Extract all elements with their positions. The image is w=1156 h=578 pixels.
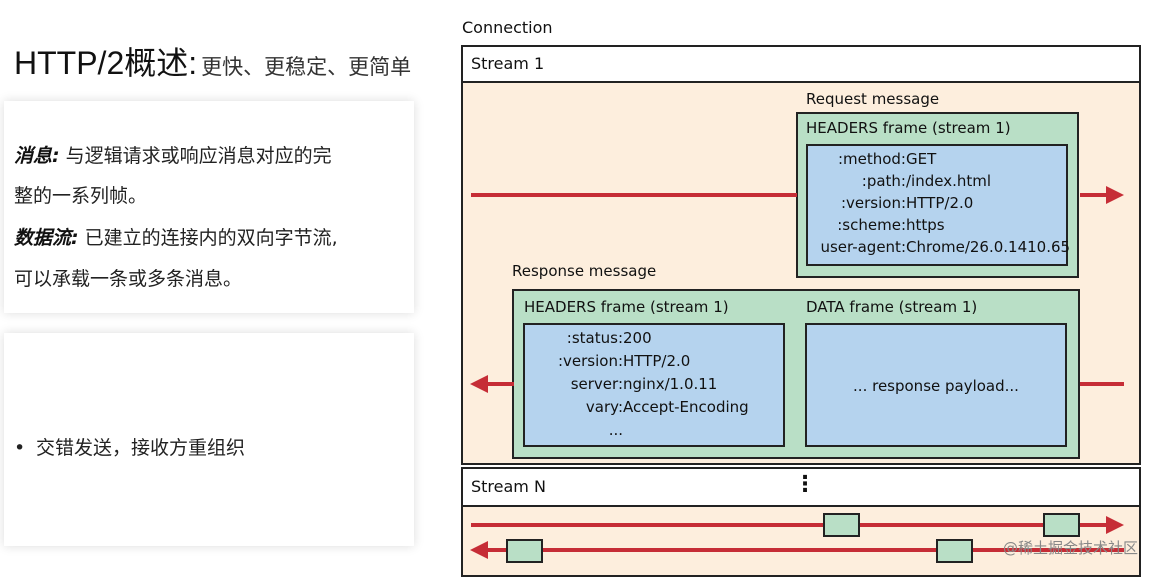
header-value: nginx/1.0.11 (623, 375, 718, 393)
header-value: Chrome/26.0.1410.65 (906, 238, 1071, 256)
header-value: 200 (623, 329, 652, 347)
response-arrow-head (470, 375, 488, 393)
concept-text: 与逻辑请求或响应消息对应的完 (65, 145, 332, 167)
request-headers-frame-label: HEADERS frame (stream 1) (806, 119, 1011, 137)
stream-n-arrow-left (484, 548, 1124, 552)
response-payload-text: ... response payload... (853, 377, 1019, 395)
header-key: user-agent: (820, 238, 906, 256)
header-key: server: (570, 375, 623, 393)
request-message-label: Request message (806, 90, 940, 108)
response-data-frame-label: DATA frame (stream 1) (806, 298, 978, 316)
stream-1-label: Stream 1 (471, 54, 545, 73)
header-key: vary: (585, 398, 623, 416)
concepts-card: 消息: 与逻辑请求或响应消息对应的完 整的一系列帧。 数据流: 已建立的连接内的… (4, 101, 414, 313)
connection-label: Connection (462, 18, 553, 37)
ellipsis-icon: ⋮ (794, 472, 816, 497)
stream-n-frame-block (823, 513, 860, 537)
request-arrow-right-segment (1080, 193, 1110, 197)
title-main: HTTP/2概述: (14, 45, 198, 81)
bullet-text: 交错发送，接收方重组织 (36, 437, 246, 459)
header-key: :status: (566, 329, 623, 347)
response-arrow-left-segment (484, 382, 514, 386)
concept-stream-line-2: 可以承载一条或多条消息。 (14, 268, 243, 290)
request-arrow-left-segment (471, 193, 797, 197)
concept-stream-line-1: 数据流: 已建立的连接内的双向字节流, (14, 223, 338, 250)
title-subtitle: 更快、更稳定、更简单 (201, 55, 412, 79)
header-key: :version: (557, 352, 623, 370)
request-arrow-head (1106, 186, 1124, 204)
stream-n-arrow-right-head (1106, 516, 1124, 534)
header-key: :path: (861, 172, 906, 190)
stream-n-arrow-left-head (470, 541, 488, 559)
bullets-card: • 交错发送，接收方重组织 (4, 333, 414, 546)
header-value: HTTP/2.0 (906, 194, 974, 212)
header-key: :scheme: (837, 216, 906, 234)
stream-n-arrow-right (471, 523, 1110, 527)
header-value: https (906, 216, 945, 234)
concept-term-message: 消息: (14, 145, 60, 167)
stream-n-frame-block (1043, 513, 1080, 537)
concept-message-line-2: 整的一系列帧。 (14, 185, 148, 207)
request-headers-content: :method: GET :path: /index.html :version… (806, 144, 1071, 266)
bullet-dot: • (14, 437, 26, 459)
watermark: @稀土掘金技术社区 (1002, 539, 1138, 557)
concept-term-stream: 数据流: (14, 227, 79, 249)
concept-text: 已建立的连接内的双向字节流, (84, 227, 338, 249)
header-value: GET (906, 150, 937, 168)
header-key: :version: (840, 194, 906, 212)
stream-n-label: Stream N (471, 477, 546, 496)
header-key: :method: (837, 150, 906, 168)
stream-n-frame-block (936, 539, 973, 563)
concept-message-line-1: 消息: 与逻辑请求或响应消息对应的完 (14, 141, 332, 168)
bullet-item: • 交错发送，接收方重组织 (14, 433, 245, 460)
header-value: HTTP/2.0 (623, 352, 691, 370)
header-key: ... (608, 421, 623, 439)
stream-n-frame-block (506, 539, 543, 563)
response-message-label: Response message (512, 262, 657, 280)
stream-n-header (461, 467, 1141, 507)
header-value: Accept-Encoding (623, 398, 749, 416)
stream-1-header (461, 45, 1141, 83)
response-arrow-right-segment (1080, 382, 1124, 386)
response-headers-content: :status: 200 :version: HTTP/2.0 server: … (523, 323, 785, 447)
page-title: HTTP/2概述:更快、更稳定、更简单 (14, 38, 411, 84)
header-value: /index.html (906, 172, 992, 190)
response-headers-frame-label: HEADERS frame (stream 1) (524, 298, 729, 316)
response-data-content: ... response payload... (805, 323, 1067, 447)
